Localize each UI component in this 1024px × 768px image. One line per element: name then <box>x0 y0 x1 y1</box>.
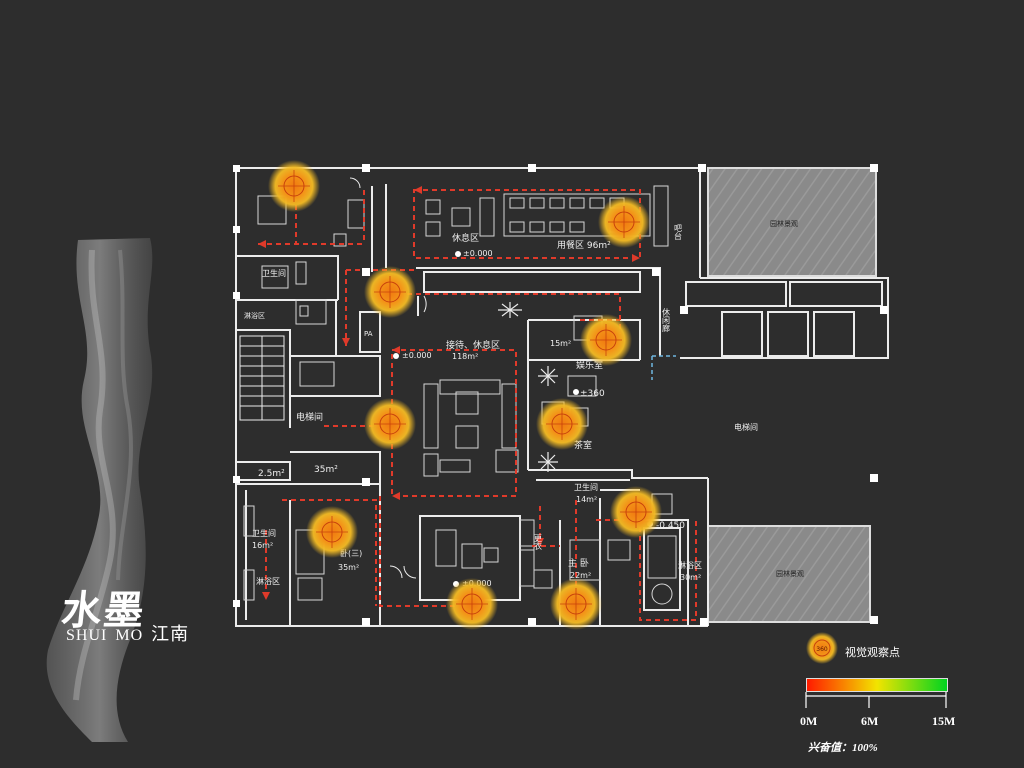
viewpoint-markers <box>268 160 662 630</box>
label-bar: 吧台 <box>674 224 683 241</box>
scale-tick-15: 15M <box>932 714 956 728</box>
label-reception: 接待、休息区 <box>446 339 500 351</box>
label-shower-right: 淋浴区 <box>678 560 702 570</box>
scale-ticks <box>805 692 947 708</box>
scale-tick-6: 6M <box>861 714 879 728</box>
label-bath-right: 卫生间 <box>574 482 598 492</box>
color-scale-bar <box>806 678 948 692</box>
room-labels: 用餐区 96m² 休息区 接待、休息区 118m² 娱乐室 15m² 茶室 电梯… <box>244 219 804 588</box>
label-bedroom3: 卧(三) <box>340 549 362 558</box>
brand-latin-1: SHUI <box>66 627 108 644</box>
label-entertain-area: 15m² <box>550 339 571 348</box>
viewpoint-marker <box>610 486 662 538</box>
label-master: 主 卧 <box>568 557 589 569</box>
label-bath-left: 卫生间 <box>252 528 276 538</box>
label-dining: 用餐区 96m² <box>557 239 611 251</box>
label-bath-left-area: 16m² <box>252 541 273 550</box>
label-shower-left: 淋浴区 <box>256 576 280 586</box>
viewpoint-marker <box>580 314 632 366</box>
label-area-35: 35m² <box>314 465 338 475</box>
label-level-4: -0.450 <box>656 521 685 531</box>
plant-icons <box>498 302 558 472</box>
label-level-3: ±360 <box>580 389 605 399</box>
label-garden-top: 园林景观 <box>770 219 798 228</box>
scale-tick-0: 0M <box>800 714 818 728</box>
level-markers <box>393 251 653 587</box>
label-changing: 更衣 <box>534 534 543 551</box>
viewpoint-marker <box>446 578 498 630</box>
brand-chinese: 江南 <box>151 624 190 645</box>
legend-excitement: 兴奋值：100% <box>808 742 878 754</box>
viewpoint-marker <box>536 398 588 450</box>
garden-bottom <box>707 525 871 623</box>
label-level-2: ±0.000 <box>402 351 432 360</box>
columns <box>233 164 888 626</box>
label-area-2-5: 2.5m² <box>258 469 285 479</box>
legend-marker-icon: 360 <box>806 632 838 664</box>
walls <box>235 167 889 627</box>
viewpoint-marker <box>364 266 416 318</box>
label-level-1: ±0.000 <box>463 249 493 258</box>
doors <box>349 177 427 579</box>
visitor-path <box>258 189 697 621</box>
brand-latin-2: MO <box>115 627 144 644</box>
label-master-area: 22m² <box>570 571 591 580</box>
legend-viewpoint-label: 视觉观察点 <box>845 647 900 659</box>
label-lounge: 休息区 <box>452 232 479 244</box>
label-bath-right-area: 14m² <box>576 495 597 504</box>
label-shower-top: 淋浴区 <box>244 311 265 320</box>
label-pa: PA <box>364 330 373 338</box>
label-bedroom3-area: 35m² <box>338 563 359 572</box>
stairs <box>239 335 285 421</box>
label-elevator-right: 电梯间 <box>734 422 758 432</box>
path-arrows <box>258 186 640 604</box>
viewpoint-marker <box>364 398 416 450</box>
label-reception-area: 118m² <box>452 352 478 361</box>
ink-brush-stroke <box>46 238 153 742</box>
service-path <box>651 355 676 380</box>
brand-subtitle: SHUI MO 江南 <box>66 620 197 646</box>
legend-marker-text: 360 <box>816 646 828 653</box>
garden-top <box>707 167 877 277</box>
viewpoint-marker <box>598 196 650 248</box>
label-corridor: 休闲廊 <box>662 307 671 333</box>
viewpoint-marker <box>550 578 602 630</box>
label-elevator-left: 电梯间 <box>296 411 323 423</box>
viewpoint-marker <box>306 506 358 558</box>
label-bath-top: 卫生间 <box>262 268 286 278</box>
label-garden-bottom: 园林景观 <box>776 569 804 578</box>
label-shower-right-area: 30m² <box>680 573 701 582</box>
viewpoint-marker <box>268 160 320 212</box>
